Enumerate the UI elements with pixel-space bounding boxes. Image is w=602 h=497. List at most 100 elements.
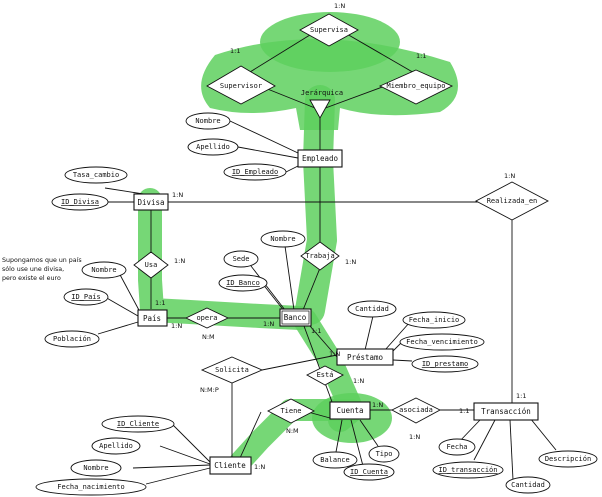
card-asociada-below: 1:N bbox=[409, 433, 420, 441]
svg-text:Fecha: Fecha bbox=[446, 443, 467, 451]
svg-text:Cuenta: Cuenta bbox=[336, 406, 363, 415]
attr-cliente-apellido: Apellido bbox=[91, 437, 141, 455]
entity-cliente: Cliente bbox=[209, 456, 252, 475]
svg-text:País: País bbox=[143, 314, 161, 323]
svg-text:Apellido: Apellido bbox=[196, 143, 230, 151]
svg-text:Tasa_cambio: Tasa_cambio bbox=[73, 171, 119, 179]
relationship-supervisa: Supervisa bbox=[299, 13, 359, 47]
relationship-supervisor: Supervisor bbox=[206, 65, 276, 105]
note-text: Supongamos que un país sólo use une divi… bbox=[2, 256, 82, 282]
relationship-usa: Usa bbox=[133, 251, 169, 279]
card-miembro-right: 1:1 bbox=[416, 52, 426, 60]
attr-cliente-nombre: Nombre bbox=[70, 459, 122, 477]
attr-poblacion: Población bbox=[44, 330, 100, 348]
svg-text:Tipo: Tipo bbox=[376, 450, 393, 458]
card-tiene-below: N:M bbox=[286, 427, 299, 435]
svg-text:Divisa: Divisa bbox=[137, 198, 164, 207]
attr-tasa-cambio: Tasa_cambio bbox=[64, 166, 128, 184]
relationship-tiene: Tiene bbox=[267, 398, 315, 424]
svg-text:Solicita: Solicita bbox=[215, 366, 249, 374]
card-banco-left: 1:N bbox=[263, 320, 274, 328]
svg-text:ID_Divisa: ID_Divisa bbox=[61, 198, 99, 206]
entity-cuenta: Cuenta bbox=[329, 401, 371, 420]
attr-fecha-inicio: Fecha_inicio bbox=[402, 311, 466, 329]
card-cuenta-top: 1:N bbox=[353, 377, 364, 385]
card-trabaja-right: 1:N bbox=[345, 258, 356, 266]
attr-pais-nombre: Nombre bbox=[81, 261, 127, 279]
svg-text:Banco: Banco bbox=[284, 313, 307, 322]
attr-fecha-vencimiento: Fecha_vencimiento bbox=[399, 333, 485, 351]
relationship-solicita: Solicita bbox=[200, 356, 264, 384]
attr-tipo: Tipo bbox=[368, 445, 400, 463]
specialization-triangle: Jerárquica bbox=[301, 89, 343, 119]
svg-text:ID_Empleado: ID_Empleado bbox=[232, 168, 278, 176]
entity-prestamo: Préstamo bbox=[336, 348, 394, 366]
attr-id-cliente: ID_Cliente bbox=[101, 415, 175, 433]
card-cuenta-right: 1:N bbox=[372, 401, 383, 409]
svg-text:Balance: Balance bbox=[320, 456, 350, 464]
card-divisa-right: 1:N bbox=[172, 191, 183, 199]
svg-text:Apellido: Apellido bbox=[99, 442, 133, 450]
attr-empleado-apellido: Apellido bbox=[187, 138, 239, 156]
attr-id-empleado: ID_Empleado bbox=[223, 163, 287, 181]
attr-trans-cantidad: Cantidad bbox=[505, 476, 551, 494]
svg-text:Transacción: Transacción bbox=[481, 407, 531, 416]
svg-text:opera: opera bbox=[196, 314, 217, 322]
relationship-asociada: asociada bbox=[391, 397, 441, 424]
card-usa-right: 1:N bbox=[174, 257, 185, 265]
svg-text:Población: Población bbox=[53, 335, 91, 343]
attr-banco-nombre: Nombre bbox=[260, 230, 306, 248]
card-asociada-right: 1:1 bbox=[459, 407, 469, 415]
attr-id-pais: ID_País bbox=[63, 288, 109, 306]
card-pais-right: 1:N bbox=[171, 322, 182, 330]
relationship-miembro-equipo: Miembro_equipo bbox=[378, 69, 454, 105]
card-realizada-top: 1:N bbox=[504, 172, 515, 180]
attr-fecha-nacimiento: Fecha_nacimiento bbox=[35, 478, 147, 496]
card-supervisa-top: 1:N bbox=[334, 2, 345, 10]
svg-text:Sede: Sede bbox=[233, 255, 250, 263]
svg-text:ID_transacción: ID_transacción bbox=[438, 466, 497, 474]
svg-text:Realizada_en: Realizada_en bbox=[487, 197, 538, 205]
svg-text:ID_País: ID_País bbox=[71, 293, 101, 301]
svg-text:Fecha_vencimiento: Fecha_vencimiento bbox=[406, 338, 478, 346]
card-cliente-right: 1:N bbox=[254, 463, 265, 471]
attr-cantidad: Cantidad bbox=[347, 300, 397, 318]
relationship-realizada-en: Realizada_en bbox=[475, 181, 549, 221]
entity-divisa: Divisa bbox=[133, 193, 169, 211]
svg-text:Fecha_inicio: Fecha_inicio bbox=[409, 316, 460, 324]
card-opera-below: N:M bbox=[202, 333, 215, 341]
svg-text:Tiene: Tiene bbox=[280, 407, 301, 415]
card-banco-right: 1:1 bbox=[311, 327, 321, 335]
attr-empleado-nombre: Nombre bbox=[185, 112, 231, 130]
svg-text:Está: Está bbox=[317, 371, 334, 379]
svg-text:Nombre: Nombre bbox=[270, 235, 295, 243]
svg-text:Usa: Usa bbox=[145, 261, 158, 269]
attr-trans-fecha: Fecha bbox=[438, 438, 476, 456]
attr-id-banco: ID_Banco bbox=[218, 274, 268, 292]
label-supervisa: Supervisa bbox=[310, 26, 348, 34]
svg-text:Descripción: Descripción bbox=[545, 455, 591, 463]
card-transaccion-top: 1:1 bbox=[516, 392, 526, 400]
svg-text:Nombre: Nombre bbox=[195, 117, 220, 125]
svg-text:ID_Cliente: ID_Cliente bbox=[117, 420, 159, 428]
relationship-esta: Está bbox=[306, 365, 344, 386]
attr-sede: Sede bbox=[223, 250, 259, 268]
svg-text:Empleado: Empleado bbox=[302, 154, 339, 163]
svg-text:Fecha_nacimiento: Fecha_nacimiento bbox=[57, 483, 124, 491]
svg-text:pero existe el euro: pero existe el euro bbox=[2, 275, 61, 282]
label-miembro-equipo: Miembro_equipo bbox=[386, 82, 445, 90]
card-prestamo-left: 1:N bbox=[329, 350, 340, 358]
svg-text:ID_Cuenta: ID_Cuenta bbox=[350, 468, 388, 476]
svg-text:asociada: asociada bbox=[399, 406, 433, 414]
attr-id-cuenta: ID_Cuenta bbox=[343, 463, 395, 481]
svg-text:ID_Banco: ID_Banco bbox=[226, 279, 260, 287]
entity-transaccion: Transacción bbox=[473, 402, 539, 421]
attr-id-divisa: ID_Divisa bbox=[51, 193, 109, 211]
relationship-opera: opera bbox=[184, 307, 230, 329]
svg-text:Cantidad: Cantidad bbox=[511, 481, 545, 489]
attr-id-prestamo: ID_prestamo bbox=[411, 355, 479, 373]
svg-text:Trabaja: Trabaja bbox=[305, 252, 335, 260]
relationship-trabaja: Trabaja bbox=[300, 241, 340, 271]
svg-text:Préstamo: Préstamo bbox=[347, 353, 384, 362]
